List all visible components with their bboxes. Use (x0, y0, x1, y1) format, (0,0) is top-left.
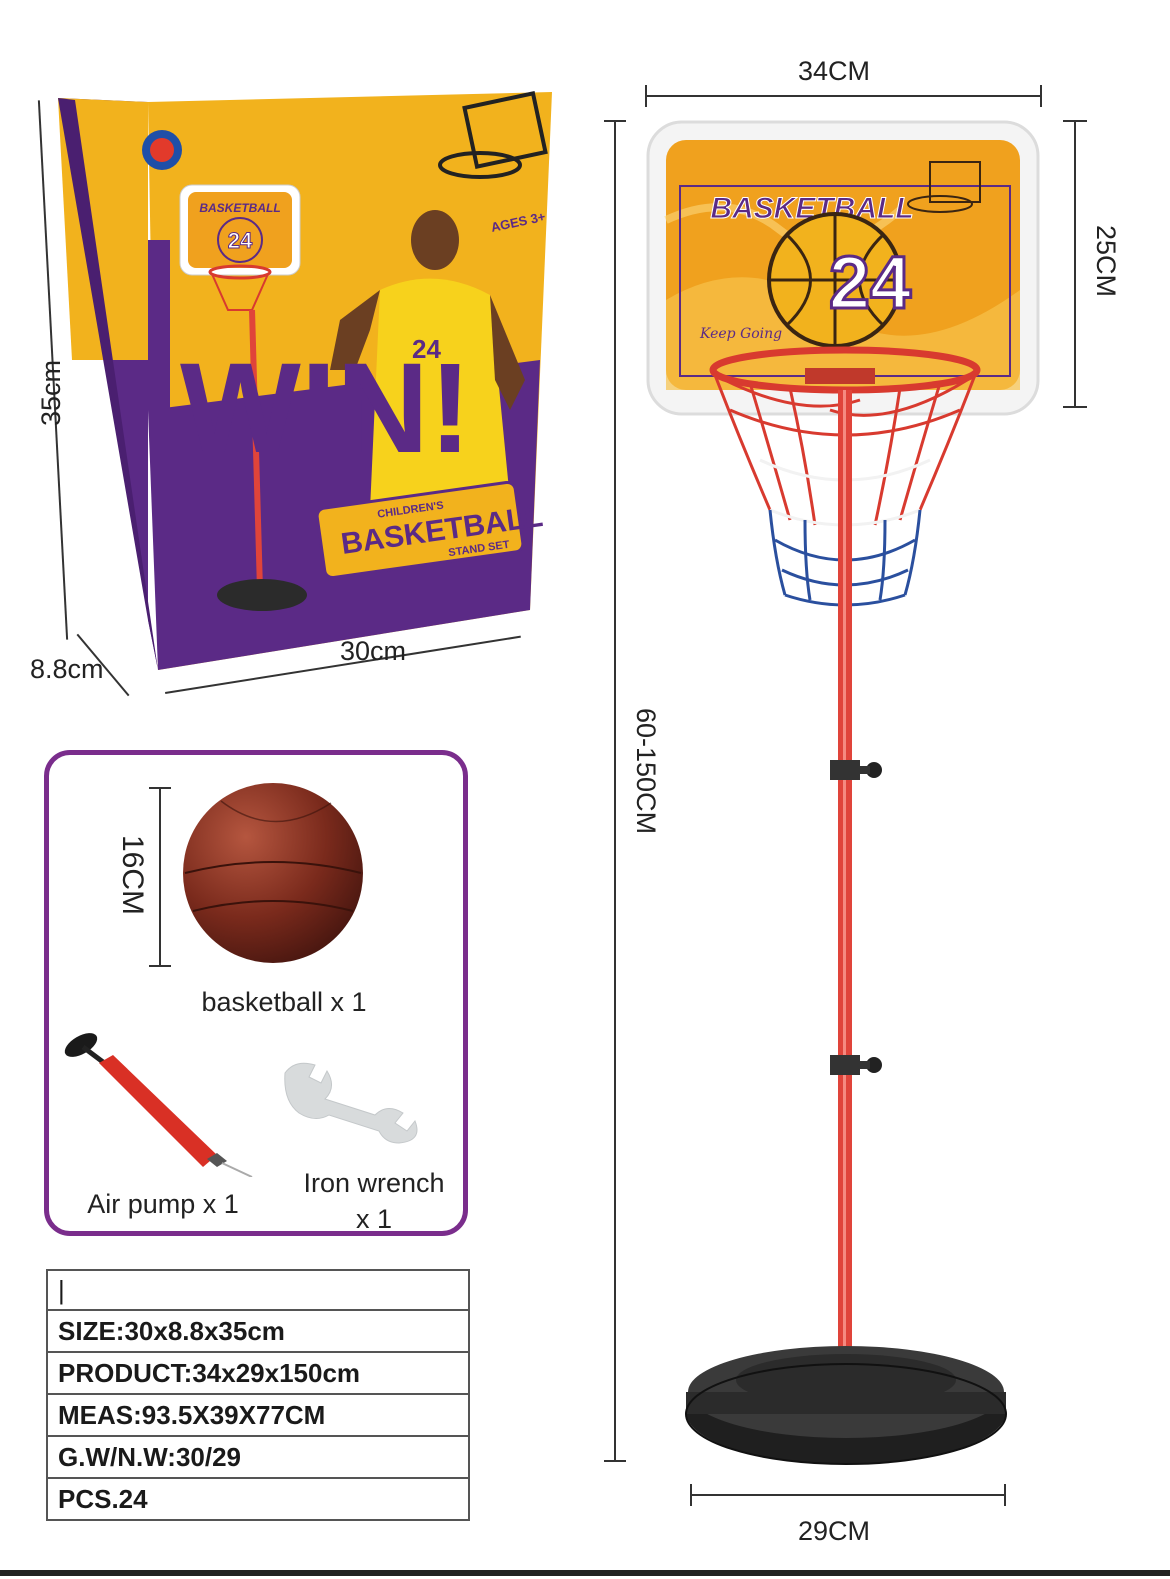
air-pump-label: Air pump x 1 (87, 1189, 239, 1219)
spec-cell: PCS.24 (46, 1477, 470, 1521)
base-width-label: 29CM (798, 1516, 871, 1546)
ball-dimension-line (159, 787, 161, 967)
basketball-stand-illustration: BASKETBALL 24 Keep Going (646, 120, 1040, 1465)
box-depth-label: 8.8cm (30, 654, 104, 684)
box-mini-backboard: BASKETBALL 24 (179, 184, 307, 611)
spec-row: MEAS:93.5X39X77CM (46, 1393, 470, 1437)
spec-row: PRODUCT:34x29x150cm (46, 1351, 470, 1395)
height-clamp (830, 760, 882, 780)
total-height-line (614, 120, 616, 1462)
spec-row: SIZE:30x8.8x35cm (46, 1309, 470, 1353)
stand-base (685, 1346, 1007, 1465)
hoop-graphic-icon (438, 91, 548, 179)
box-height-label: 35cm (36, 360, 66, 427)
backboard-script: Keep Going (699, 326, 782, 342)
box-board-text: BASKETBALL (199, 201, 280, 215)
spec-cell: G.W/N.W:30/29 (46, 1435, 470, 1479)
backboard-hoop-icon (907, 161, 981, 213)
included-parts-panel: 16CM basketball x 1 Air pump x 1 Iron wr… (44, 750, 468, 1236)
wrench-label: Iron wrench x 1 (269, 1165, 479, 1237)
spec-row: G.W/N.W:30/29 (46, 1435, 470, 1479)
box-board-number: 24 (228, 228, 253, 253)
spec-table: | SIZE:30x8.8x35cm PRODUCT:34x29x150cm M… (46, 1269, 470, 1521)
box-title-win: WIN! (180, 337, 471, 480)
base-width-line (690, 1494, 1006, 1496)
board-width-label: 34CM (798, 56, 871, 86)
backboard-number: 24 (829, 241, 911, 324)
spec-cell: PRODUCT:34x29x150cm (46, 1351, 470, 1395)
product-box-illustration: AGES 3+ BASKETBALL 24 24 WIN! CHILDREN'S… (58, 91, 552, 670)
bottom-divider (0, 1570, 1170, 1576)
board-height-label: 25CM (1091, 225, 1121, 298)
board-height-line (1074, 120, 1076, 408)
spec-row: PCS.24 (46, 1477, 470, 1521)
box-width-label: 30cm (340, 636, 407, 666)
backboard-title: BASKETBALL (710, 192, 913, 225)
ball-dimension-label: 16CM (116, 835, 149, 916)
basketball-label: basketball x 1 (201, 987, 367, 1017)
board-width-line (645, 95, 1042, 97)
basketball-icon (183, 783, 363, 963)
air-pump-icon (64, 1033, 253, 1177)
box-product-name: CHILDREN'S BASKETBALL STAND SET (315, 480, 545, 580)
spec-row: | (46, 1269, 470, 1311)
spec-cell: SIZE:30x8.8x35cm (46, 1309, 470, 1353)
svg-text:24: 24 (412, 334, 441, 364)
spec-cell: | (46, 1269, 470, 1311)
wrench-label-line2: x 1 (355, 1204, 393, 1234)
spec-cell: MEAS:93.5X39X77CM (46, 1393, 470, 1437)
height-clamp (830, 1055, 882, 1075)
wrench-label-line1: Iron wrench (303, 1168, 445, 1198)
wrench-icon (284, 1062, 418, 1144)
total-height-label: 60-150CM (631, 708, 661, 835)
